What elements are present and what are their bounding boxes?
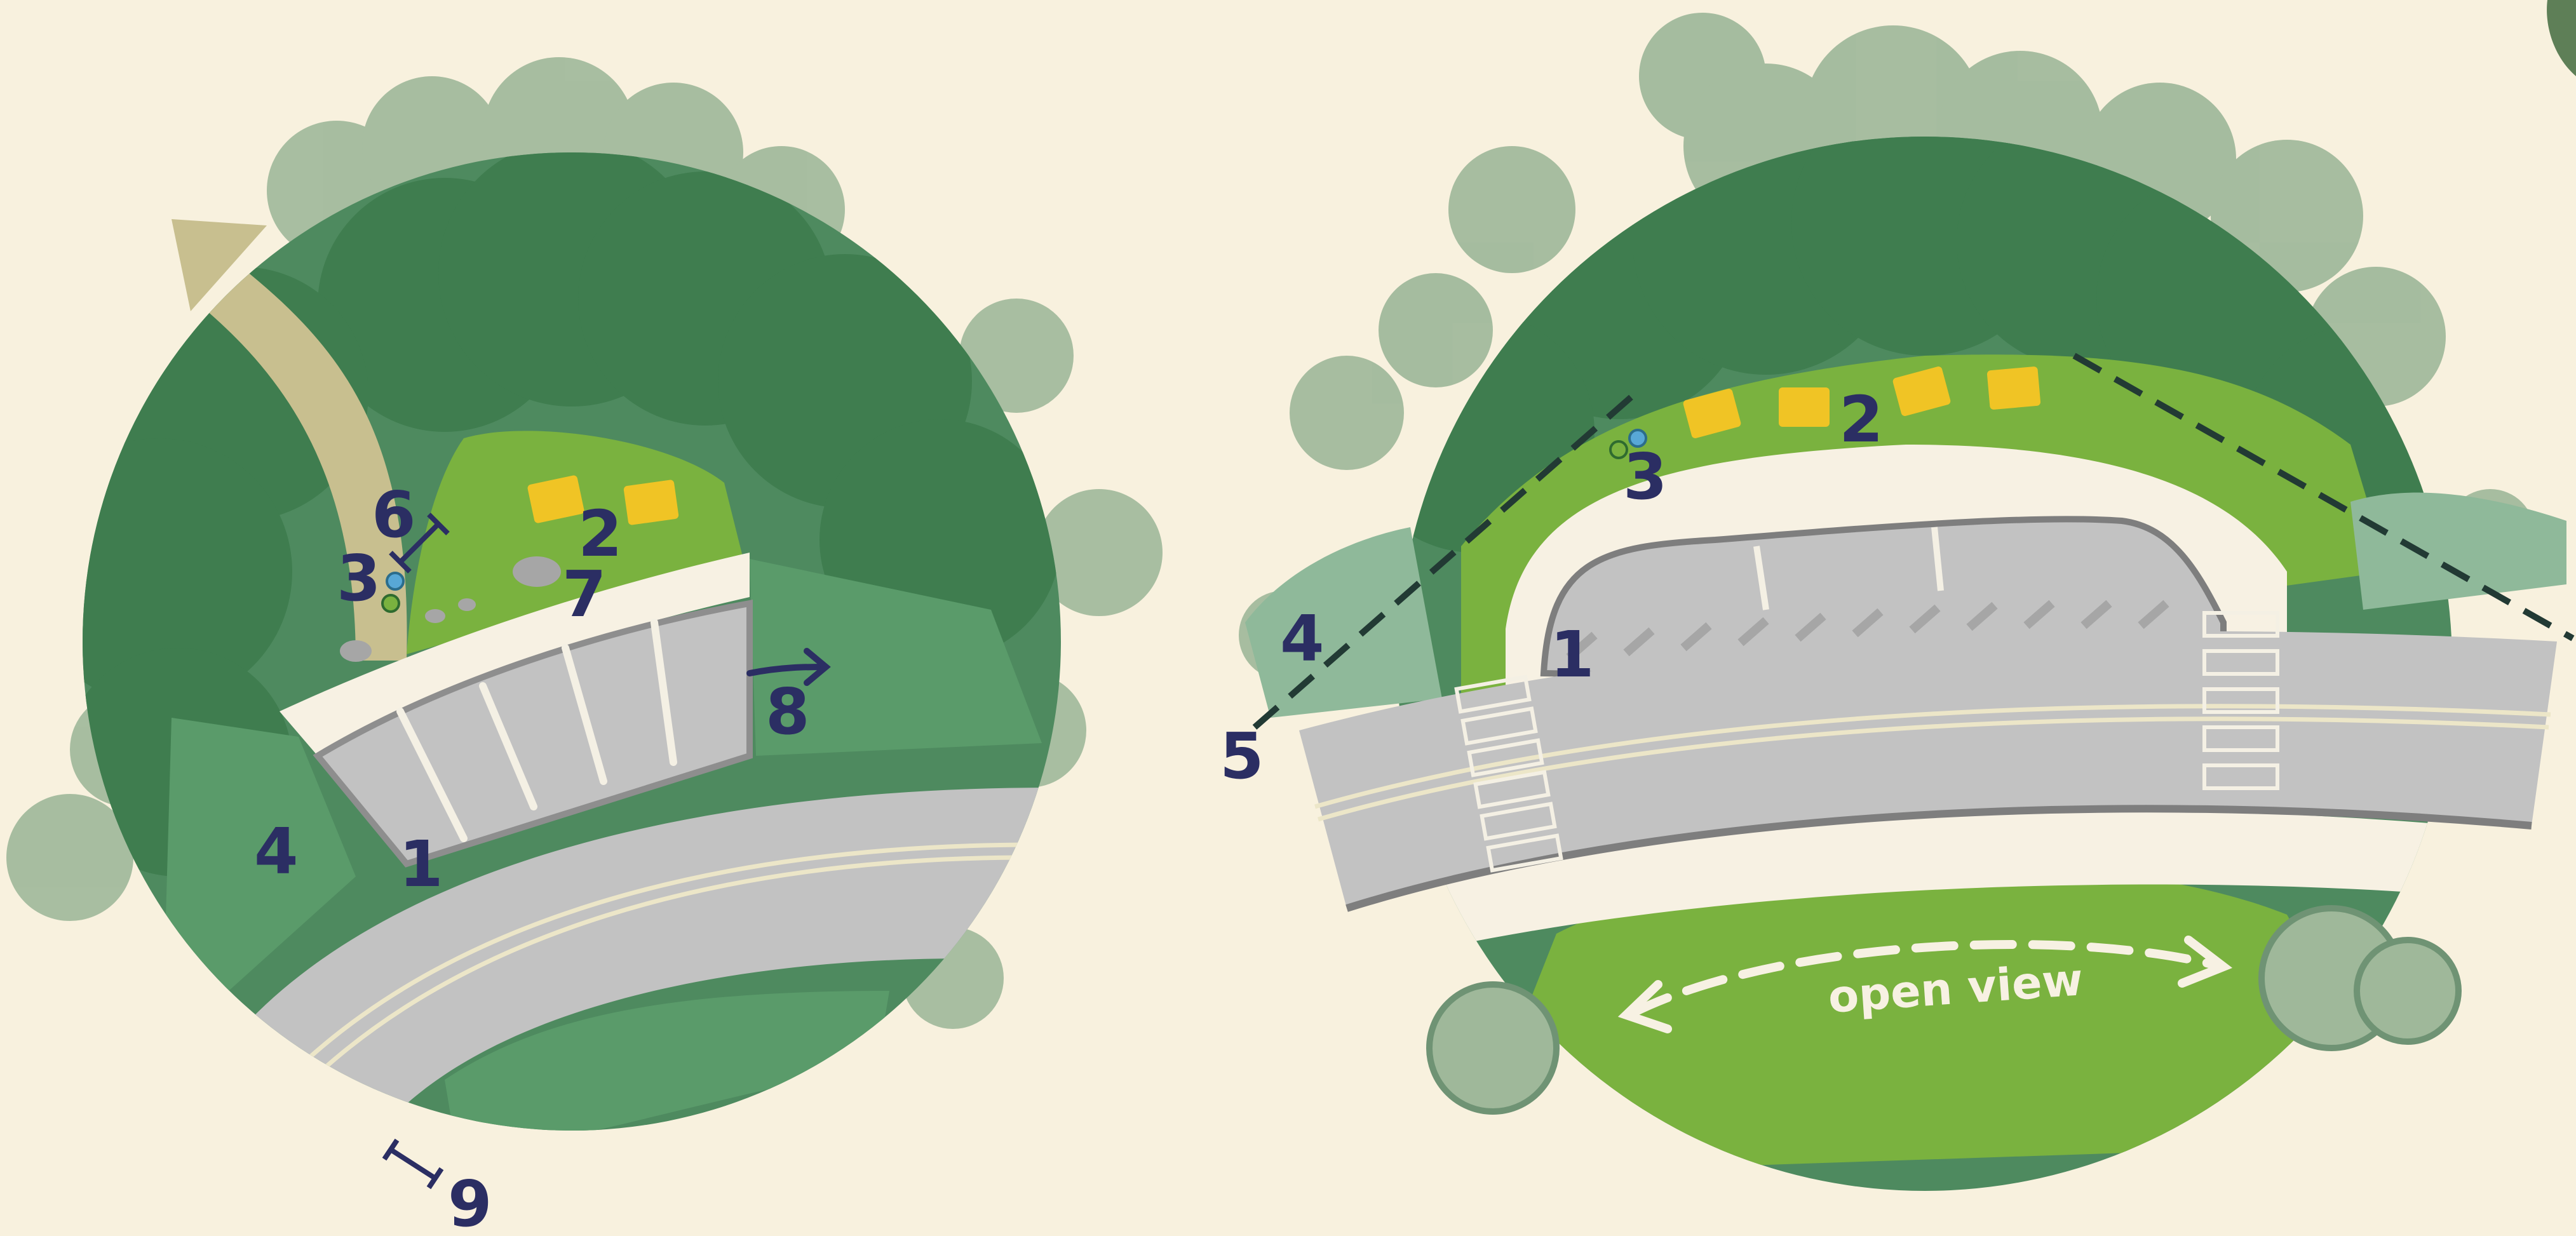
right-left-shrubs: [1245, 527, 1442, 718]
corner-photo-fragment: [2547, 0, 2576, 76]
left-label: 7: [562, 557, 607, 631]
blue-marker-icon: [387, 573, 403, 589]
left-label: 1: [399, 827, 443, 901]
right-label: 3: [1623, 440, 1668, 514]
distance-marker-icon: [384, 1140, 442, 1188]
bench-icon: [623, 480, 679, 526]
bench-icon: [1986, 366, 2040, 410]
left-label: 6: [372, 478, 416, 552]
green-marker-icon: [382, 595, 399, 612]
right-label: 4: [1280, 601, 1325, 676]
left-label: 8: [765, 675, 810, 749]
right-site-diagram: open view 1 2 3 4 5: [1220, 13, 2573, 1191]
right-right-shrubs: [2350, 493, 2566, 610]
left-label: 9: [448, 1167, 492, 1236]
right-label: 1: [1550, 617, 1595, 692]
left-site-diagram: 1 2 3 4 6 7 8 9: [6, 57, 1163, 1236]
right-label: 2: [1839, 382, 1884, 457]
right-label: 5: [1220, 719, 1264, 793]
left-label: 3: [337, 541, 381, 615]
left-label: 4: [254, 814, 299, 889]
bench-icon: [1779, 387, 1830, 427]
